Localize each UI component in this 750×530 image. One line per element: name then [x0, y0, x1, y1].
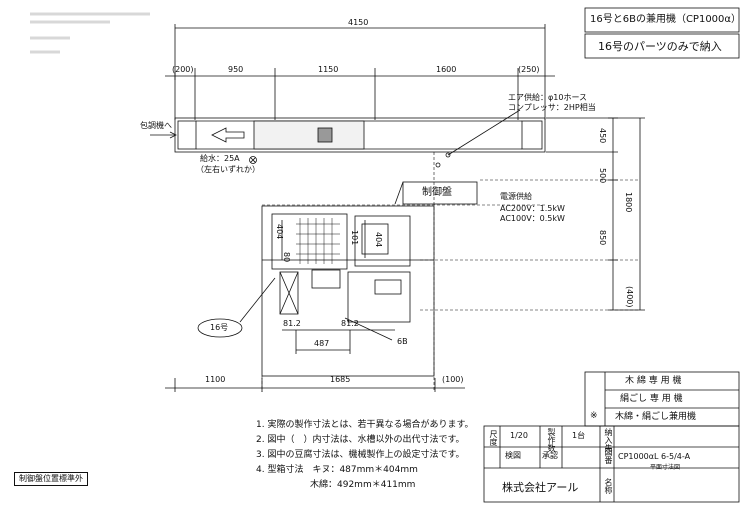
note-4: 4. 型箱寸法 キヌ：487mm＊404mm: [256, 465, 418, 475]
air-supply-label: エア供給：φ10ホース: [508, 93, 588, 102]
overall-width-label: 4150: [348, 18, 369, 27]
dim-80: 80: [282, 252, 291, 263]
drawing-title: 平面寸法図: [650, 464, 681, 471]
name-label: 名称: [604, 478, 613, 494]
control-panel-label: 制御盤: [422, 187, 452, 198]
power-supply-label: 電源供給: [500, 192, 532, 201]
water-note-label: （左右いずれか）: [196, 165, 260, 174]
top-seg-3: 1600: [436, 65, 457, 74]
right-dimension-lines: [546, 117, 645, 311]
top-seg-4: (250): [518, 65, 540, 74]
check-label: 検図: [505, 451, 521, 460]
title-block-frame: [483, 7, 740, 503]
dim-404-a: 404: [275, 224, 284, 240]
water-supply-label: 給水：25A: [200, 154, 240, 163]
dim-81-left: 81.2: [283, 319, 301, 328]
bottom-seg-2: (100): [442, 375, 464, 384]
scan-artifact: [30, 12, 150, 54]
callout-16-label: 16号: [210, 323, 229, 332]
callout-6b-label: 6B: [397, 337, 408, 346]
selected-mark: ※: [590, 411, 598, 421]
note-1: 1. 実際の製作寸法とは、若干異なる場合があります。: [256, 420, 474, 430]
approve-label: 承認: [542, 451, 558, 460]
right-seg-2: 850: [598, 230, 607, 246]
to-conditioner-label: 包調機へ: [140, 121, 172, 130]
bottom-seg-1: 1685: [330, 375, 351, 384]
bottom-dimension-lines: [165, 378, 465, 392]
drawing-number: CP1000αL 6-5/4-A: [618, 452, 691, 461]
quantity-label: 製作数: [547, 428, 556, 452]
dim-487: 487: [314, 339, 330, 348]
scale-label: 尺度: [489, 430, 498, 446]
ac200-label: AC200V：1.5kW: [500, 204, 565, 213]
compressor-label: コンプレッサ：2HP相当: [508, 103, 596, 112]
type-dual: 木綿・絹ごし兼用機: [615, 412, 697, 422]
drawing-label: 図番: [604, 448, 613, 464]
bottom-left-note: 制御盤位置標準外: [14, 472, 88, 486]
note-3: 3. 図中の豆腐寸法は、機械製作上の設定寸法です。: [256, 450, 465, 460]
top-seg-1: 950: [228, 65, 244, 74]
destination-label: 納入先: [604, 428, 613, 452]
top-seg-0: (200): [172, 65, 194, 74]
air-supply-leader: [435, 109, 521, 168]
top-seg-2: 1150: [318, 65, 339, 74]
header-line-2: 16号のパーツのみで納入: [598, 40, 722, 53]
bottom-seg-0: 1100: [205, 375, 226, 384]
water-valve-icon: [249, 156, 257, 164]
right-seg-1: 500: [598, 168, 607, 184]
quantity-value: 1台: [572, 431, 586, 440]
type-cotton-only: 木 綿 専 用 機: [625, 376, 682, 386]
note-5: 木綿：492mm＊411mm: [256, 480, 416, 490]
scale-value: 1/20: [510, 431, 528, 440]
note-2: 2. 図中（ ）内寸法は、水槽以外の出代寸法です。: [256, 435, 465, 445]
dim-81-right: 81.2: [341, 319, 359, 328]
machine-body: [261, 205, 435, 377]
right-seg-3: (400): [625, 286, 634, 308]
callout-leaders: [197, 277, 393, 341]
control-panel-box: [394, 181, 478, 205]
notes-block: 1. 実際の製作寸法とは、若干異なる場合があります。 2. 図中（ ）内寸法は、…: [256, 418, 474, 493]
header-line-1: 16号と6Bの兼用機（CP1000α）: [590, 14, 742, 25]
right-total: 1800: [624, 192, 633, 213]
conveyor-band: [150, 117, 546, 153]
right-seg-0: 450: [598, 128, 607, 144]
type-silken-only: 絹ごし 専 用 機: [620, 394, 683, 404]
ac100-label: AC100V：0.5kW: [500, 214, 565, 223]
dim-101: 101: [350, 230, 359, 246]
dim-404-b: 404: [374, 232, 383, 248]
company-name: 株式会社アール: [502, 481, 579, 494]
reference-lines: [261, 152, 640, 392]
inner-dimension-lines: [281, 220, 395, 354]
top-dimension-lines: [165, 24, 555, 120]
